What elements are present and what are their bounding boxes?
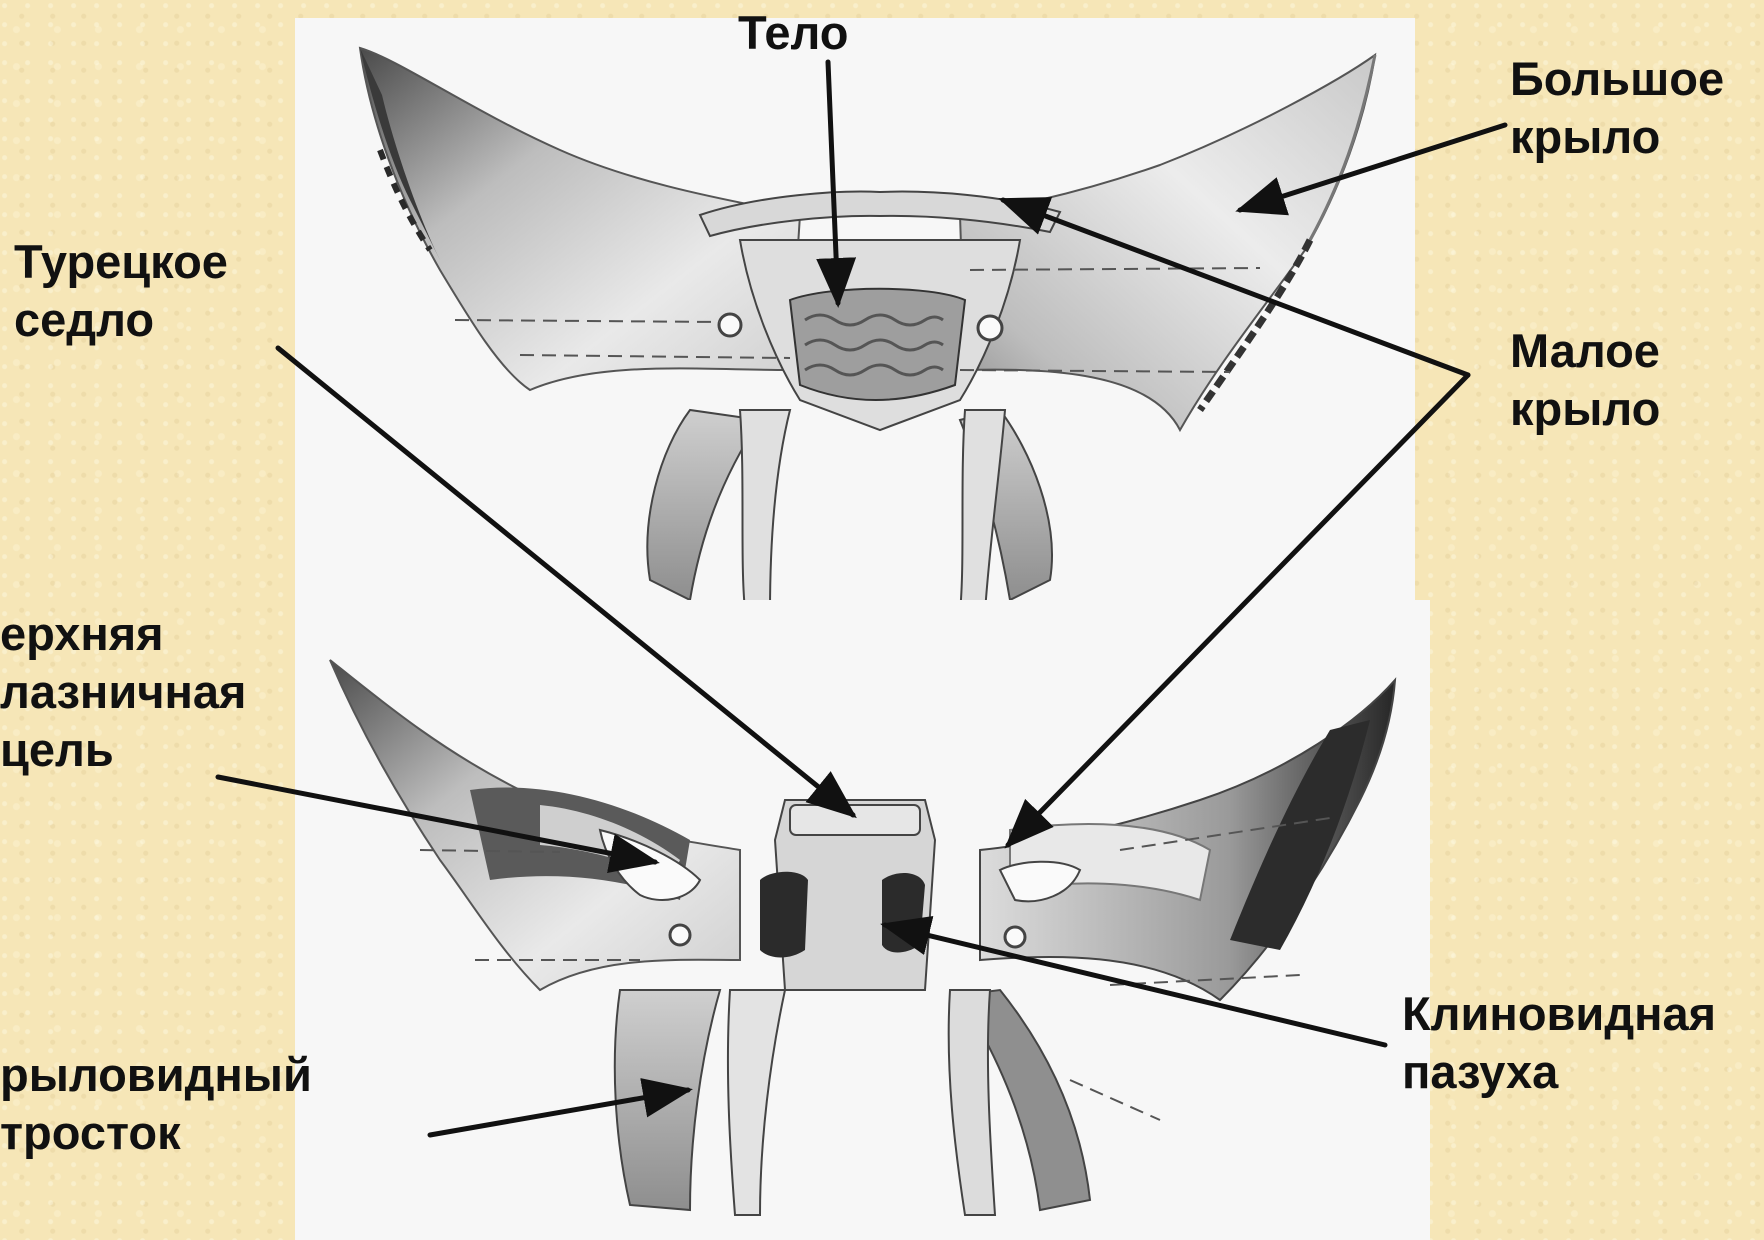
sphenoid-sinus-right-opening [882, 873, 925, 952]
label-pterygoid-process-line-1: рыловидный [0, 1046, 312, 1104]
label-pterygoid-process: рыловидный тросток [0, 1046, 312, 1162]
label-greater-wing: Большое крыло [1510, 50, 1724, 166]
label-lesser-wing-line-2: крыло [1510, 380, 1660, 438]
label-sphenoid-sinus: Клиновидная пазуха [1402, 985, 1716, 1101]
label-lesser-wing: Малое крыло [1510, 322, 1660, 438]
label-lesser-wing-line-1: Малое [1510, 322, 1660, 380]
sphenoid-superior-view [295, 18, 1415, 650]
label-body: Тело [738, 4, 848, 62]
label-sphenoid-sinus-line-1: Клиновидная [1402, 985, 1716, 1043]
label-sella-turcica-line-2: седло [14, 291, 228, 349]
label-sella-turcica: Турецкое седло [14, 233, 228, 349]
label-pterygoid-process-line-2: тросток [0, 1104, 312, 1162]
label-superior-orbital-fissure: ерхняя лазничная цель [0, 605, 246, 779]
label-greater-wing-line-1: Большое [1510, 50, 1724, 108]
sphenoid-anterior-view [295, 600, 1430, 1240]
label-greater-wing-line-2: крыло [1510, 108, 1724, 166]
sphenoid-sinus-left-opening [760, 872, 808, 958]
label-superior-orbital-fissure-line-3: цель [0, 721, 246, 779]
label-superior-orbital-fissure-line-1: ерхняя [0, 605, 246, 663]
label-body-line-1: Тело [738, 4, 848, 62]
label-sphenoid-sinus-line-2: пазуха [1402, 1043, 1716, 1101]
label-superior-orbital-fissure-line-2: лазничная [0, 663, 246, 721]
label-sella-turcica-line-1: Турецкое [14, 233, 228, 291]
